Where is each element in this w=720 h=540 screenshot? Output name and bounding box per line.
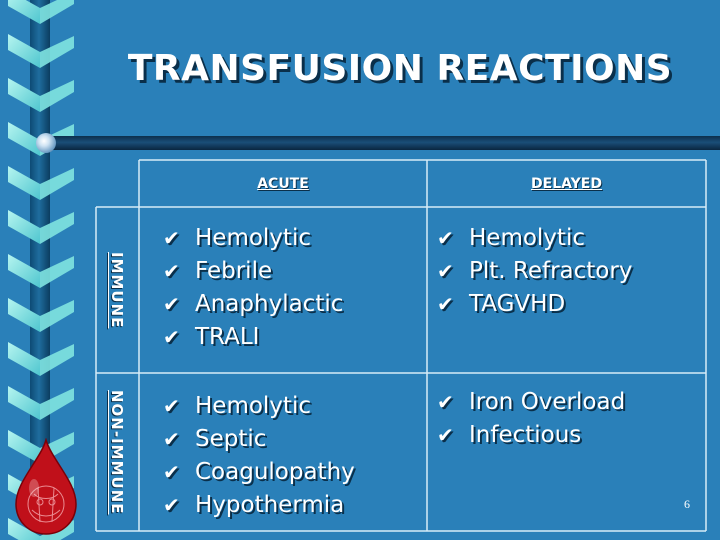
ribbon-tab [8,166,40,200]
divider-knob [36,133,56,153]
list-item-label: Hemolytic [469,224,585,251]
ribbon-tab [40,0,74,24]
list-item: ✔ Infectious [437,418,625,451]
cell-non-immune-acute: ✔ Hemolytic ✔ Septic ✔ Coagulopathy ✔ Hypotherm… [163,389,355,521]
list-item-label: Hemolytic [195,224,311,251]
ribbon-tab [40,256,74,288]
ribbon-tab [8,0,40,24]
checkmark-icon: ✔ [163,459,180,484]
list-item-label: Hemolytic [195,392,311,419]
ribbon-tab [8,298,40,332]
blood-drop-logo [15,438,77,535]
ribbon-tab [8,254,40,288]
ribbon-tab [40,168,74,200]
page-number: 6 [684,497,690,511]
checkmark-icon: ✔ [163,324,180,349]
row-label-non-immune: NON-IMMUNE [102,373,132,531]
cell-non-immune-delayed: ✔ Iron Overload ✔ Infectious [437,385,625,451]
title-divider [46,136,720,150]
list-item-label: Coagulopathy [195,458,355,485]
cell-immune-acute: ✔ Hemolytic ✔ Febrile ✔ Anaphylactic ✔ TRALI [163,221,343,353]
checkmark-icon: ✔ [163,258,180,283]
ribbon-tab [40,300,74,332]
checkmark-icon: ✔ [163,492,180,517]
checkmark-icon: ✔ [437,291,454,316]
slide-title: TRANSFUSION REACTIONS [127,48,673,89]
row-label-non-immune-text: NON-IMMUNE [108,389,126,515]
ribbon-tab [8,430,40,464]
ribbon-tab [8,78,40,112]
cell-immune-delayed: ✔ Hemolytic ✔ Plt. Refractory ✔ TAGVHD [437,221,632,320]
checkmark-icon: ✔ [437,225,454,250]
list-item: ✔ Iron Overload [437,385,625,418]
list-item-label: Plt. Refractory [469,257,633,284]
checkmark-icon: ✔ [437,389,454,414]
list-item: ✔ Hemolytic [437,221,632,254]
list-item: ✔ Plt. Refractory [437,254,632,287]
checkmark-icon: ✔ [437,422,454,447]
list-item: ✔ Septic [163,422,355,455]
list-item: ✔ Anaphylactic [163,287,343,320]
list-item: ✔ Febrile [163,254,343,287]
ribbon-tab [40,36,74,68]
ribbon-tab [40,344,74,376]
checkmark-icon: ✔ [163,225,180,250]
list-item-label: Infectious [469,421,582,448]
list-item: ✔ TRALI [163,320,343,353]
column-header-delayed: DELAYED [531,176,602,192]
list-item: ✔ Hypothermia [163,488,355,521]
ribbon-tab [8,342,40,376]
list-item-label: TRALI [195,323,260,350]
checkmark-icon: ✔ [437,258,454,283]
row-label-immune: IMMUNE [102,207,132,373]
list-item: ✔ TAGVHD [437,287,632,320]
list-item-label: Iron Overload [469,388,626,415]
ribbon-tab [8,34,40,68]
ribbon-tab [40,80,74,112]
ribbon-tab [40,212,74,244]
list-item-label: Anaphylactic [195,290,344,317]
row-label-immune-text: IMMUNE [108,251,126,329]
ribbon-tab [8,122,40,156]
ribbon-tab [8,386,40,420]
checkmark-icon: ✔ [163,291,180,316]
column-header-acute: ACUTE [257,176,309,192]
list-item: ✔ Hemolytic [163,221,343,254]
list-item: ✔ Hemolytic [163,389,355,422]
ribbon-tab [8,210,40,244]
list-item-label: Septic [195,425,267,452]
checkmark-icon: ✔ [163,393,180,418]
ribbon-tab [8,518,40,540]
checkmark-icon: ✔ [163,426,180,451]
list-item: ✔ Coagulopathy [163,455,355,488]
list-item-label: Febrile [195,257,273,284]
list-item-label: Hypothermia [195,491,345,518]
list-item-label: TAGVHD [469,290,566,317]
ribbon-tab [40,388,74,420]
